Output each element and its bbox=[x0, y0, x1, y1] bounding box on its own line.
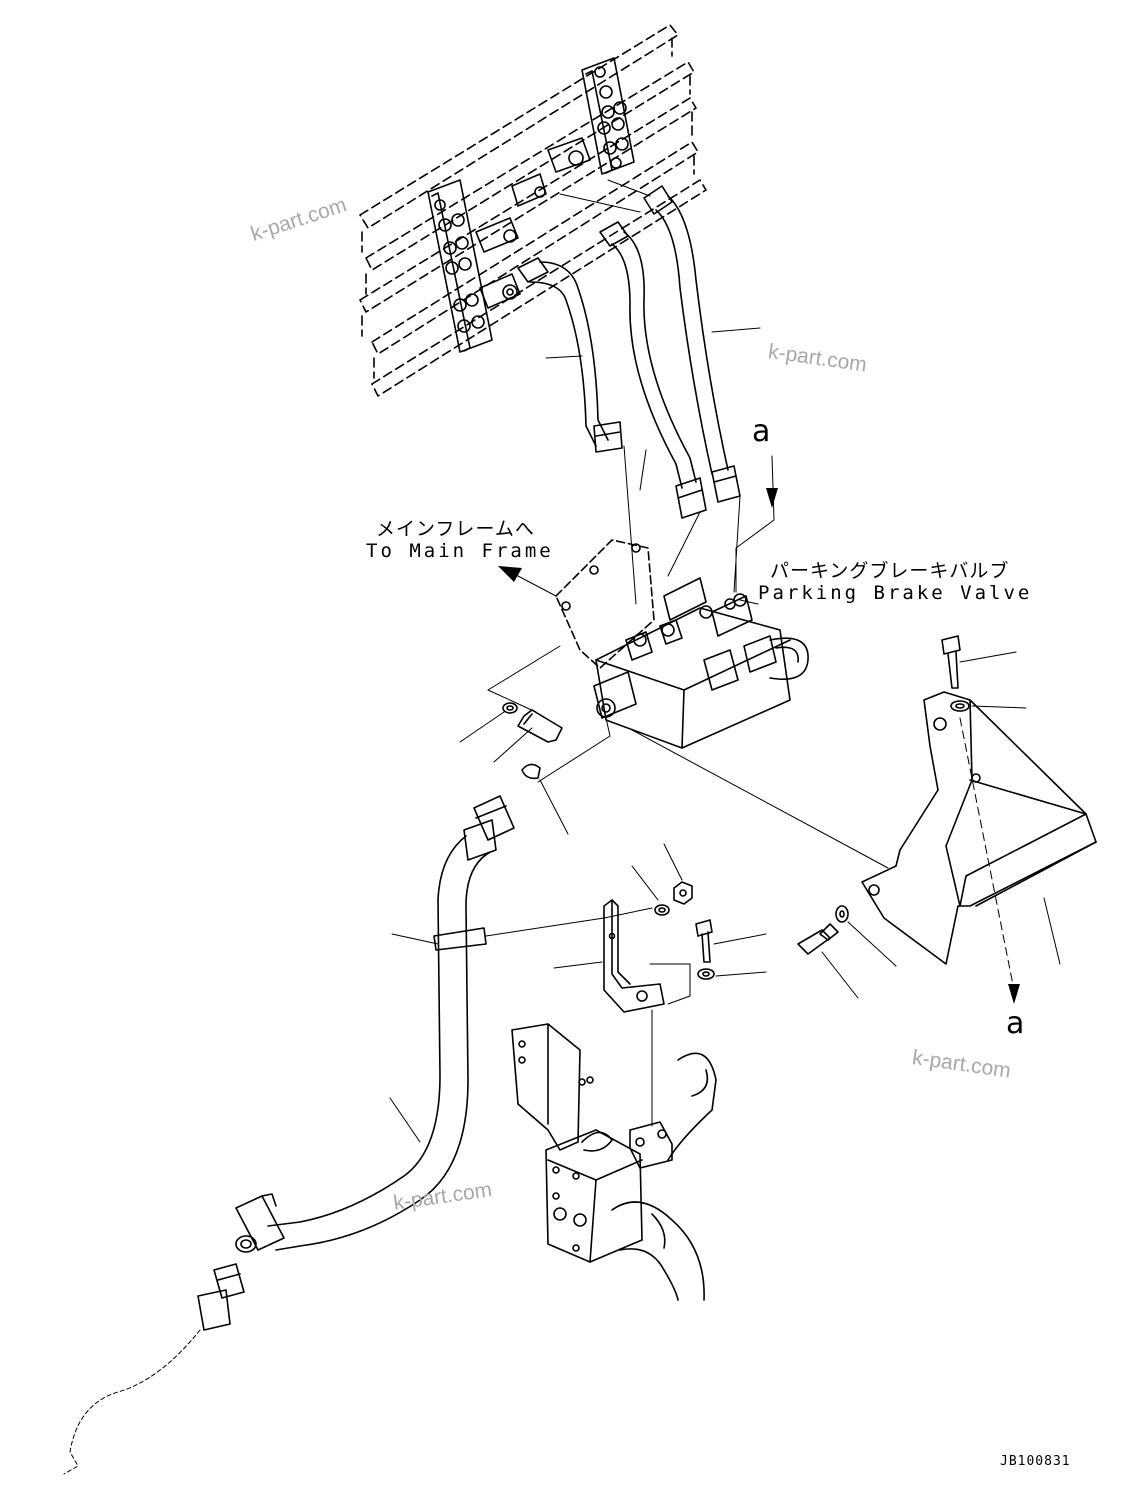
reference-a-top: a bbox=[752, 414, 771, 449]
sensor-connector bbox=[63, 1263, 245, 1475]
parking-valve-label-en: Parking Brake Valve bbox=[758, 582, 1033, 604]
right-mounting-plate bbox=[511, 57, 635, 207]
axle-components bbox=[511, 1023, 717, 1301]
arrows bbox=[498, 455, 1020, 1004]
main-frame-label-jp: メインフレームへ bbox=[376, 518, 535, 540]
valve-fasteners bbox=[459, 645, 611, 783]
left-mounting-plate bbox=[427, 179, 521, 353]
upper-hoses bbox=[517, 185, 741, 519]
lower-pipe bbox=[235, 795, 515, 1253]
reference-a-bottom: a bbox=[1006, 1006, 1025, 1041]
cover-fasteners-top bbox=[941, 635, 1027, 991]
bracket-fasteners bbox=[631, 843, 767, 980]
o-ring bbox=[521, 763, 569, 835]
parking-valve-label-jp: パーキングブレーキバルブ bbox=[770, 560, 1010, 582]
frame-rails bbox=[359, 24, 707, 397]
leader-lines-upper bbox=[545, 179, 761, 605]
drawing-code: JB100831 bbox=[1000, 1454, 1071, 1469]
valve-cover bbox=[631, 691, 1097, 965]
cover-fasteners-side bbox=[797, 905, 897, 999]
main-frame-label-en: To Main Frame bbox=[366, 540, 554, 562]
bracket bbox=[485, 899, 691, 1127]
